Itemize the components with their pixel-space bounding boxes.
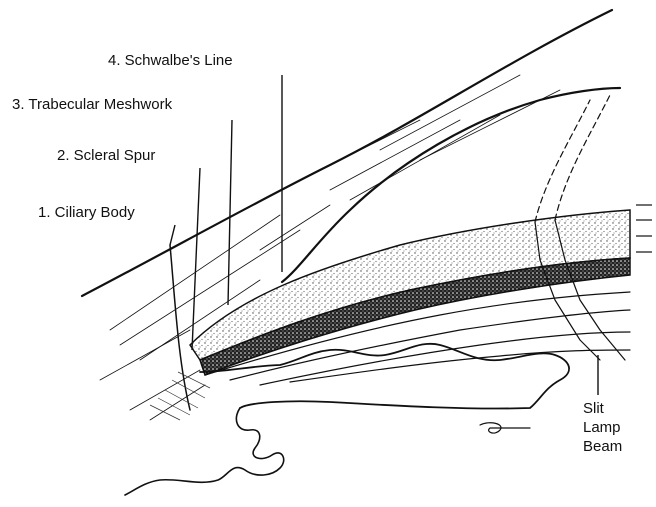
edge-ticks bbox=[636, 205, 652, 252]
label-schwalbes-line: 4. Schwalbe's Line bbox=[108, 52, 233, 70]
lens-curl bbox=[480, 423, 530, 433]
label-slit-lamp-beam-line1: Slit bbox=[583, 400, 604, 418]
label-slit-lamp-beam-line3: Beam bbox=[583, 438, 622, 456]
label-trabecular-meshwork: 3. Trabecular Meshwork bbox=[12, 96, 172, 114]
angle-recess-hatching bbox=[150, 372, 210, 420]
label-ciliary-body: 1. Ciliary Body bbox=[38, 204, 135, 222]
leader-trabecular bbox=[228, 120, 232, 305]
leader-ciliary bbox=[170, 225, 175, 245]
label-slit-lamp-beam-line2: Lamp bbox=[583, 419, 621, 437]
iris-stroma-squiggle bbox=[125, 408, 284, 495]
label-scleral-spur: 2. Scleral Spur bbox=[57, 147, 155, 165]
